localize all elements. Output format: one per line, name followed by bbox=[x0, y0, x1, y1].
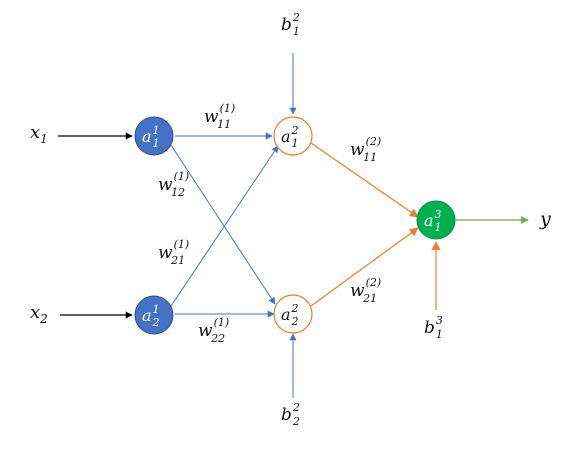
node-a12 bbox=[273, 116, 313, 156]
node-a21 bbox=[134, 295, 174, 335]
edge-a12-to-a13 bbox=[310, 142, 419, 218]
label-w21-1: w(1)21 bbox=[158, 238, 189, 267]
label-y: y bbox=[539, 208, 551, 230]
label-w12-1: w(1)12 bbox=[158, 170, 189, 199]
node-a11 bbox=[134, 116, 174, 156]
label-w22-1: w(1)22 bbox=[198, 316, 229, 345]
label-x2: x2 bbox=[30, 302, 48, 326]
node-a13 bbox=[416, 200, 456, 240]
node-a22 bbox=[273, 294, 313, 334]
label-w11-1: w(1)11 bbox=[204, 102, 235, 131]
edge-a11-to-a22 bbox=[170, 144, 276, 305]
edge-a21-to-a12 bbox=[170, 145, 279, 307]
edge-a22-to-a13 bbox=[310, 227, 419, 307]
label-w11-2: w(2)11 bbox=[350, 135, 381, 164]
label-x1: x1 bbox=[30, 122, 48, 146]
label-w21-2: w(2)21 bbox=[350, 276, 381, 305]
